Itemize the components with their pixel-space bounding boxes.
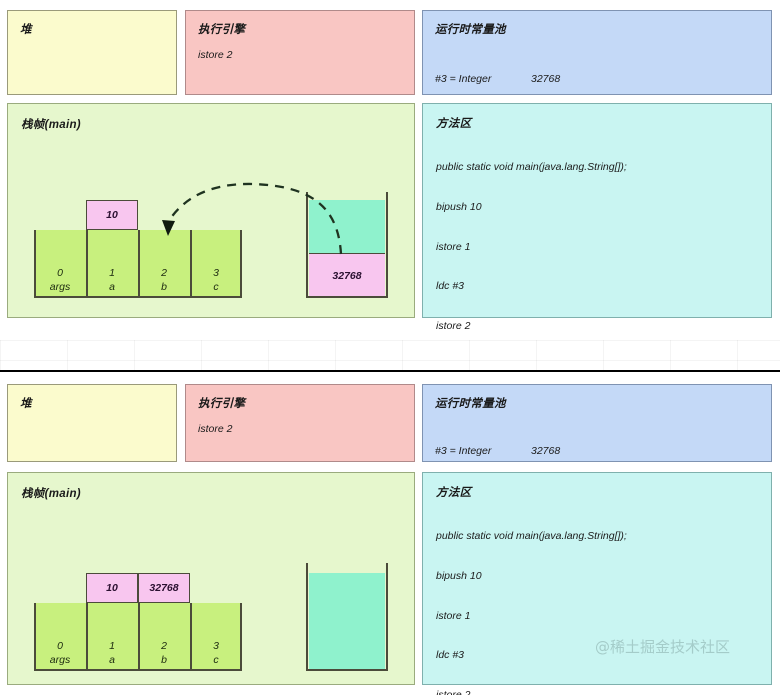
slot-index: 3 [213,267,219,279]
slot-index: 3 [213,640,219,652]
operand-stack [306,563,388,671]
method-area-title: 方法区 [436,487,472,499]
local-var-slot-3: 3 c [190,230,242,298]
execution-engine-instruction: istore 2 [198,49,233,61]
diagram-figure-bottom: 堆 执行引擎 istore 2 运行时常量池 #3 = Integer 32768… [0,370,780,695]
rcp-entry: #3 = Integer 32768 [435,445,765,458]
slot-name: a [109,654,115,666]
slot-name: args [49,281,71,293]
bytecode-line: istore 2 [436,319,471,332]
diagram-figure-top: 堆 执行引擎 istore 2 运行时常量池 #3 = Integer 32768… [0,0,780,340]
runtime-constant-pool-title: 运行时常量池 [435,398,506,410]
slot-divider [190,603,193,671]
bytecode-line: istore 1 [436,609,471,622]
operand-stack-item: 32768 [308,253,386,298]
stack-frame-title: 栈帧(main) [21,119,81,131]
local-variable-slots: 0 args 10 1 a 32768 2 b [34,573,242,671]
runtime-constant-pool-title: 运行时常量池 [435,24,506,36]
slot-divider [86,230,89,298]
stack-frame-title: 栈帧(main) [21,488,81,500]
slot-divider [190,230,193,298]
rcp-entry-key: #3 = Integer [435,445,492,458]
stack-frame-panel: 栈帧(main) 0 args 10 1 a [7,103,415,318]
bytecode-line: ldc #3 [436,280,465,293]
execution-engine-title: 执行引擎 [198,24,246,36]
slot-name: b [161,654,167,666]
heap-panel: 堆 [7,384,177,462]
slot-index: 1 [109,267,115,279]
heap-panel: 堆 [7,10,177,95]
slot-name: c [213,654,219,666]
execution-engine-instruction: istore 2 [198,423,233,435]
slot-name: b [161,281,167,293]
bytecode-line: bipush 10 [436,570,482,583]
operand-stack-fill [308,573,386,671]
bytecode-line: ldc #3 [436,649,465,662]
method-area-panel: 方法区 public static void main(java.lang.St… [422,103,772,332]
heap-title: 堆 [20,398,32,410]
method-area-bytecode: public static void main(java.lang.String… [436,135,627,340]
watermark: @稀土掘金技术社区 [595,638,731,656]
operand-stack-walls [306,563,388,671]
slot-divider [86,603,89,671]
local-var-slot-3: 3 c [190,603,242,671]
execution-engine-panel: 执行引擎 istore 2 [185,10,415,95]
method-area-title: 方法区 [436,118,472,130]
local-var-slot-2: 32768 2 b [138,573,190,671]
slot-index: 0 [57,267,63,279]
operand-stack-walls [306,192,388,298]
heap-title: 堆 [20,24,32,36]
slot-index: 0 [57,640,63,652]
bytecode-line: istore 2 [436,688,471,695]
local-var-slot-0: 0 args [34,230,86,298]
execution-engine-panel: 执行引擎 istore 2 [185,384,415,462]
execution-engine-title: 执行引擎 [198,398,246,410]
rcp-entry-value: 32768 [531,445,561,458]
bytecode-line: bipush 10 [436,201,482,214]
slot-index: 2 [161,640,167,652]
operand-stack: 32768 [306,192,388,298]
slot-name: args [49,654,71,666]
slot-index: 1 [109,640,115,652]
slot-value: 10 [86,200,138,230]
slot-divider [138,603,141,671]
local-variable-slots: 0 args 10 1 a 2 b [34,200,242,298]
slot-divider [138,230,141,298]
rcp-entry-value: 32768 [531,73,561,86]
bytecode-line: public static void main(java.lang.String… [436,530,627,543]
rcp-entry-key: #3 = Integer [435,73,492,86]
bytecode-line: istore 1 [436,240,471,253]
rcp-entry: #3 = Integer 32768 [435,73,765,86]
slot-value: 10 [86,573,138,603]
slot-name: a [109,281,115,293]
bytecode-line: public static void main(java.lang.String… [436,161,627,174]
slot-name: c [213,281,219,293]
method-area-panel: 方法区 public static void main(java.lang.St… [422,472,772,695]
method-area-bytecode: public static void main(java.lang.String… [436,504,627,695]
local-var-slot-1: 10 1 a [86,200,138,298]
local-var-slot-1: 10 1 a [86,573,138,671]
slot-value: 32768 [138,573,190,603]
stack-frame-panel: 栈帧(main) 0 args 10 1 a 32768 [7,472,415,685]
local-var-slot-2: 2 b [138,230,190,298]
slot-index: 2 [161,267,167,279]
local-var-slot-0: 0 args [34,603,86,671]
